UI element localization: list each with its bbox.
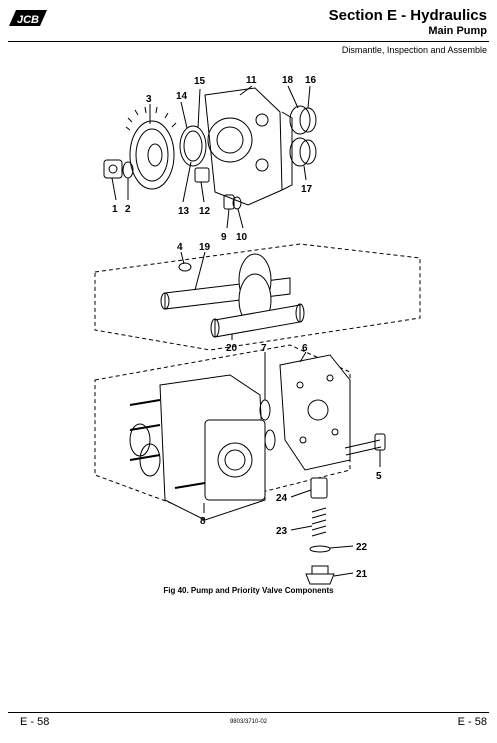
figure-caption: Fig 40. Pump and Priority Valve Componen… — [163, 586, 334, 595]
pump-exploded-diagram: 3 1 2 14 15 13 12 11 18 16 17 9 10 4 19 … — [94, 75, 421, 585]
page-number-left: E - 58 — [20, 716, 50, 728]
callout-8: 8 — [200, 516, 206, 527]
callout-2: 2 — [125, 204, 131, 215]
rear-housing-drawing — [94, 344, 386, 585]
jcb-logo: JCB — [9, 10, 47, 26]
callout-17: 17 — [301, 184, 313, 195]
subsection-title: Main Pump — [428, 25, 487, 37]
callout-9: 9 — [221, 232, 227, 243]
callout-20: 20 — [226, 343, 238, 354]
callout-3: 3 — [146, 94, 152, 105]
header-rule — [8, 41, 489, 42]
callout-5: 5 — [376, 471, 382, 482]
callout-1: 1 — [112, 204, 118, 215]
callout-22: 22 — [356, 542, 368, 553]
callout-7: 7 — [261, 343, 267, 354]
callout-14: 14 — [176, 91, 188, 102]
callout-19: 19 — [199, 242, 211, 253]
callout-16: 16 — [305, 75, 317, 86]
callout-18: 18 — [282, 75, 294, 86]
callout-6: 6 — [302, 343, 308, 354]
svg-text:JCB: JCB — [17, 14, 39, 26]
document-number: 9803/3710-02 — [229, 719, 268, 725]
section-title: Section E - Hydraulics — [328, 7, 487, 24]
gear-shaft-drawing — [94, 243, 421, 351]
footer-rule — [8, 712, 489, 713]
callout-4: 4 — [177, 242, 183, 253]
callout-11: 11 — [246, 75, 257, 86]
top-assembly-drawing — [103, 87, 317, 210]
callout-10: 10 — [236, 232, 248, 243]
callout-23: 23 — [276, 526, 288, 537]
callout-24: 24 — [276, 493, 288, 504]
section-description: Dismantle, Inspection and Assemble — [341, 45, 487, 55]
callout-21: 21 — [356, 569, 368, 580]
callout-15: 15 — [194, 76, 206, 87]
callout-leaders — [111, 85, 381, 577]
callout-12: 12 — [199, 206, 211, 217]
page-number-right: E - 58 — [457, 716, 487, 728]
callout-13: 13 — [178, 206, 190, 217]
